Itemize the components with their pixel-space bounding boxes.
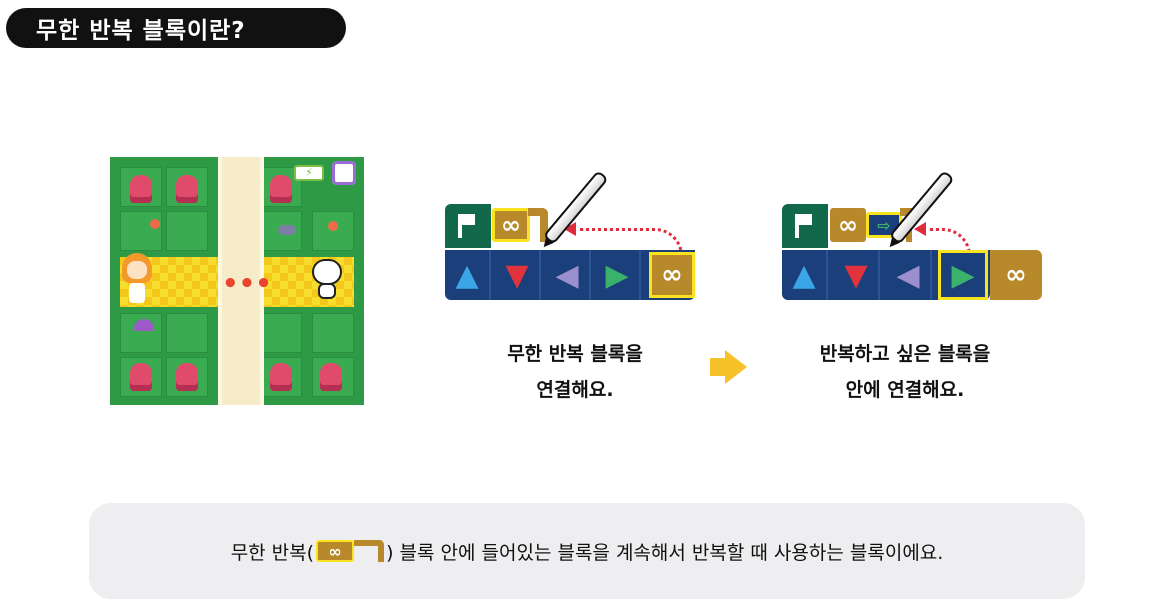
step1-caption-line1: 무한 반복 블록을 — [507, 343, 643, 365]
river — [218, 157, 264, 405]
page-title: 무한 반복 블록이란? — [6, 8, 346, 48]
flower-icon — [150, 219, 160, 229]
grass-tile — [312, 211, 354, 251]
loop-bracket — [528, 208, 548, 242]
info-box: 무한 반복( ∞ ) 블록 안에 들어있는 블록을 계속해서 반복할 때 사용하… — [89, 503, 1085, 599]
step1-caption-line2: 연결해요. — [536, 379, 614, 401]
mini-infinity: ∞ — [316, 540, 355, 562]
flower-icon — [328, 221, 338, 231]
panda-body — [318, 283, 336, 299]
battery-icon: ⚡ — [294, 165, 324, 181]
girl-character — [122, 253, 152, 303]
bush-icon — [270, 363, 292, 391]
step-arrow-tail — [710, 358, 726, 376]
grass-tile — [166, 313, 208, 353]
right-arrow-icon: ▶ — [595, 250, 641, 300]
command-row: ▲ ▼ ◀ ▶ — [782, 250, 990, 300]
path-dots: ••• — [222, 269, 272, 299]
flag-icon — [795, 214, 812, 238]
page-title-text: 무한 반복 블록이란? — [36, 18, 246, 44]
grass-tile — [166, 211, 208, 251]
up-arrow-icon: ▲ — [445, 250, 491, 300]
infinity-icon: ∞ — [830, 208, 866, 242]
mini-bracket — [354, 540, 385, 562]
left-arrow-icon: ◀ — [886, 250, 932, 300]
step2-caption-line2: 안에 연결해요. — [845, 379, 965, 401]
start-flag-block — [445, 204, 491, 248]
panda-head — [312, 259, 342, 285]
left-arrow-icon: ◀ — [545, 250, 591, 300]
bush-icon — [270, 175, 292, 203]
info-prefix: 무한 반복( — [230, 541, 315, 564]
down-arrow-icon: ▼ — [834, 250, 880, 300]
step2-caption-line1: 반복하고 싶은 블록을 — [819, 343, 991, 365]
down-arrow-icon: ▼ — [495, 250, 541, 300]
infinity-icon: ∞ — [492, 208, 530, 242]
bush-icon — [130, 363, 152, 391]
grass-tile — [312, 313, 354, 353]
mushroom-icon — [134, 319, 154, 331]
rock-icon — [278, 225, 296, 235]
infinity-block: ∞ — [990, 250, 1042, 300]
girl-face — [127, 261, 147, 279]
step-arrow-icon — [725, 350, 747, 384]
command-row: ▲ ▼ ◀ ▶ ∞ — [445, 250, 695, 300]
step2-caption: 반복하고 싶은 블록을 안에 연결해요. — [775, 336, 1035, 408]
right-arrow-icon: ▶ — [938, 250, 988, 300]
red-arrow-icon — [914, 222, 926, 236]
panda-character — [310, 259, 344, 299]
infinity-block: ∞ — [649, 252, 695, 298]
step1-caption: 무한 반복 블록을 연결해요. — [450, 336, 700, 408]
grass-tile — [260, 313, 302, 353]
hud-icon — [332, 161, 356, 185]
bush-icon — [130, 175, 152, 203]
info-suffix: ) 블록 안에 들어있는 블록을 계속해서 반복할 때 사용하는 블록이에요. — [386, 541, 944, 564]
girl-body — [129, 283, 145, 303]
infinity-loop-mini-icon: ∞ — [316, 540, 385, 562]
flag-icon — [458, 214, 475, 238]
grass-tile — [120, 211, 162, 251]
start-flag-block — [782, 204, 828, 248]
bush-icon — [176, 363, 198, 391]
bush-icon — [176, 175, 198, 203]
up-arrow-icon: ▲ — [782, 250, 828, 300]
game-board-illustration: ••• ⚡ — [110, 157, 364, 405]
bush-icon — [320, 363, 342, 391]
